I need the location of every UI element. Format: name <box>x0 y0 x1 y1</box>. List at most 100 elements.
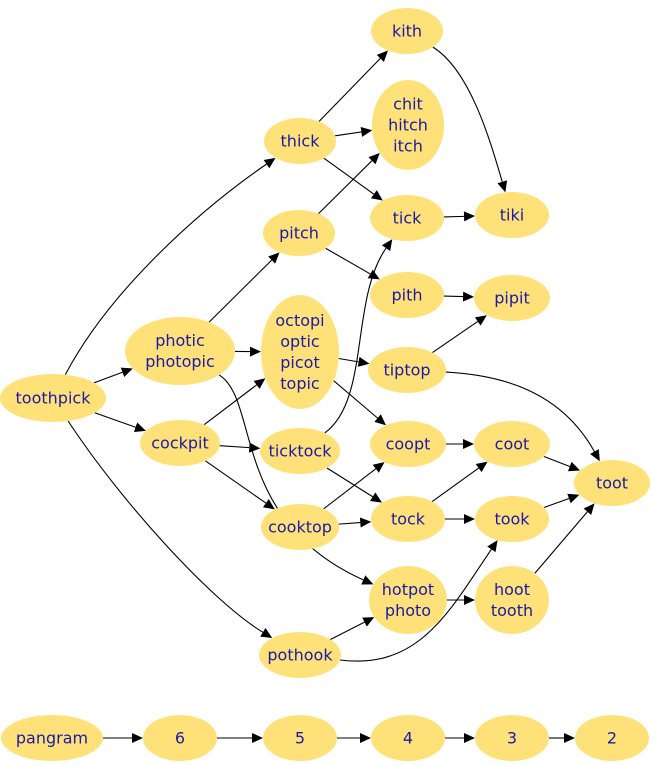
node-tock: tock <box>371 496 445 542</box>
node-ellipse <box>371 8 443 54</box>
arrowhead-icon <box>248 442 261 453</box>
node-label: photopic <box>145 352 215 371</box>
edge-line <box>432 321 479 354</box>
arrowhead-icon <box>381 239 393 251</box>
node-tiptop: tiptop <box>368 347 446 393</box>
node-ellipse <box>575 715 649 761</box>
node-label: 4 <box>403 729 413 748</box>
node-label: tock <box>391 510 426 529</box>
edge-line <box>94 412 136 428</box>
node-ellipse <box>261 295 339 409</box>
arrowhead-icon <box>360 126 373 137</box>
node-toot: toot <box>574 460 650 506</box>
node-label: tick <box>393 209 423 228</box>
node-ellipse <box>370 272 444 318</box>
arrowhead-icon <box>368 152 380 165</box>
node-cooktop: cooktop <box>261 504 339 550</box>
node-ellipse <box>140 420 220 466</box>
node-label: toot <box>596 474 628 493</box>
node-ellipse <box>369 566 447 634</box>
edge-pothook-to-hotpot <box>330 617 375 641</box>
edge-coopt-to-coot <box>446 439 474 449</box>
edge-line <box>326 467 373 498</box>
edge-thick-to-chit <box>334 126 373 137</box>
edge-tick-to-tiki <box>443 211 476 222</box>
arrowhead-icon <box>583 503 595 516</box>
edge-line <box>445 371 595 452</box>
arrowhead-icon <box>475 461 488 473</box>
node-ellipse <box>475 715 549 761</box>
edge-toothpick-to-thick <box>64 157 276 375</box>
edge-cooktop-to-coopt <box>323 462 385 510</box>
edge-octopi-to-coopt <box>333 380 386 426</box>
arrowhead-icon <box>120 367 133 377</box>
edge-photic-to-pitch <box>208 252 280 323</box>
edge-cooktop-to-tock <box>338 517 372 528</box>
node-ellipse <box>574 460 650 506</box>
arrowhead-icon <box>564 733 575 743</box>
arrowhead-icon <box>360 733 371 743</box>
node-ellipse <box>260 428 340 474</box>
arrowhead-icon <box>464 733 475 743</box>
edge-toothpick-to-cockpit <box>94 412 146 432</box>
edge-thick-to-tick <box>323 157 383 201</box>
edge-n5-to-n4 <box>337 733 371 743</box>
edge-line <box>205 460 267 504</box>
arrowhead-icon <box>249 346 262 357</box>
arrowhead-icon <box>487 540 498 553</box>
node-label: 3 <box>507 729 517 748</box>
arrowhead-icon <box>567 461 581 472</box>
arrowhead-icon <box>462 291 475 302</box>
node-label: toothpick <box>16 389 92 408</box>
edge-line <box>325 247 371 275</box>
node-ellipse <box>475 496 549 542</box>
node-pothook: pothook <box>259 632 341 678</box>
node-ellipse <box>474 421 550 467</box>
node-pangram: pangram <box>1 715 103 761</box>
edge-line <box>324 247 387 434</box>
node-label: coopt <box>386 435 431 454</box>
node-label: pipit <box>494 289 529 308</box>
node-toothpick: toothpick <box>0 374 106 422</box>
node-ellipse <box>370 421 446 467</box>
edge-n3-to-n2 <box>549 733 575 743</box>
edge-n4-to-n3 <box>445 733 475 743</box>
edge-hoot-to-toot <box>534 503 595 574</box>
edge-line <box>330 621 365 641</box>
node-label: 5 <box>295 729 305 748</box>
edge-line <box>318 160 373 215</box>
edge-line <box>339 548 492 662</box>
arrowhead-icon <box>262 499 275 510</box>
node-label: tooth <box>491 601 533 620</box>
edge-line <box>67 420 264 633</box>
node-tiki: tiki <box>475 192 549 238</box>
arrowhead-icon <box>567 493 580 504</box>
node-label: pothook <box>267 646 333 665</box>
node-ellipse <box>371 715 445 761</box>
arrowhead-icon <box>374 414 386 426</box>
node-label: itch <box>393 137 423 156</box>
arrowhead-icon <box>361 575 374 585</box>
node-n4: 4 <box>371 715 445 761</box>
edge-line <box>323 157 375 195</box>
node-tick: tick <box>370 195 444 241</box>
node-n6: 6 <box>143 715 217 761</box>
node-ticktock: ticktock <box>260 428 340 474</box>
node-label: topic <box>280 374 319 393</box>
node-label: hitch <box>388 116 428 135</box>
edge-n6-to-n5 <box>217 733 263 743</box>
arrowhead-icon <box>372 462 385 473</box>
edge-tock-to-coot <box>431 461 488 503</box>
node-hoot: hoot tooth <box>475 566 549 634</box>
node-pitch: pitch <box>263 210 335 256</box>
node-label: hoot <box>494 580 530 599</box>
edge-cockpit-to-cooktop <box>205 460 275 510</box>
node-ellipse <box>263 715 337 761</box>
arrowhead-icon <box>464 595 475 605</box>
arrowhead-icon <box>133 422 146 432</box>
node-label: tiptop <box>383 361 430 380</box>
edge-pothook-to-took <box>339 540 498 662</box>
edge-line <box>443 215 465 218</box>
edge-tock-to-took <box>445 514 475 524</box>
